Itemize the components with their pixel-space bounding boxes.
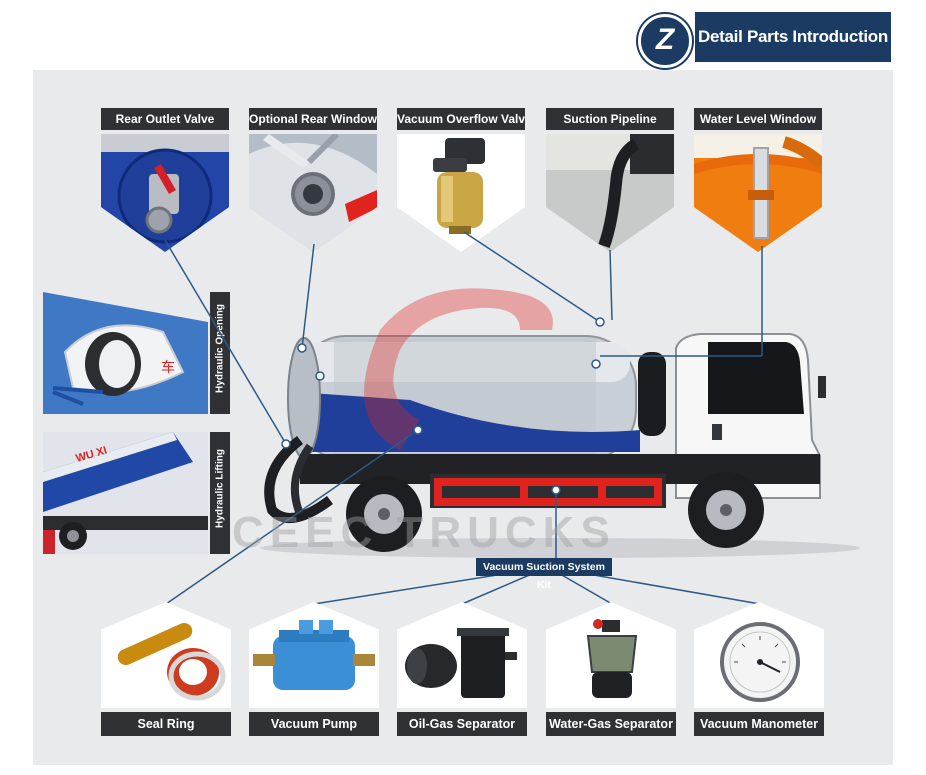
side-label-hydraulic-opening: Hydraulic Opening <box>210 292 230 414</box>
part-label: Suction Pipeline <box>546 108 674 130</box>
water-gas-separator-photo <box>546 602 676 708</box>
part-card-suction-pipeline: Suction Pipeline <box>546 108 674 258</box>
part-label: Oil-Gas Separator <box>397 712 527 736</box>
rear-outlet-valve-photo <box>101 134 229 252</box>
part-card-rear-outlet-valve: Rear Outlet Valve <box>101 108 229 258</box>
part-card-oil-gas-separator: Oil-Gas Separator <box>397 602 527 738</box>
vacuum-pump-photo <box>249 602 379 708</box>
hydraulic-opening-photo: 车 <box>43 292 208 414</box>
part-card-seal-ring: Seal Ring <box>101 602 231 738</box>
part-label: Optional Rear Window <box>249 108 377 130</box>
brand-watermark: CEEC TRUCKS <box>232 508 616 557</box>
oil-gas-separator-photo <box>397 602 527 708</box>
part-label: Rear Outlet Valve <box>101 108 229 130</box>
part-label: Vacuum Pump <box>249 712 379 736</box>
part-label: Vacuum Overflow Valve <box>397 108 525 130</box>
brand-logo: Z <box>638 14 692 68</box>
seal-ring-photo <box>101 602 231 708</box>
side-label-hydraulic-lifting: Hydraulic Lifting <box>210 432 230 554</box>
part-card-optional-rear-window: Optional Rear Window <box>249 108 377 258</box>
part-label: Water Level Window <box>694 108 822 130</box>
part-label: Water-Gas Separator <box>546 712 676 736</box>
vacuum-manometer-photo <box>694 602 824 708</box>
part-card-vacuum-manometer: Vacuum Manometer <box>694 602 824 738</box>
hydraulic-lifting-photo: WU XI <box>43 432 208 554</box>
part-label: Seal Ring <box>101 712 231 736</box>
part-card-water-level-window: Water Level Window <box>694 108 822 258</box>
page-title: Detail Parts Introduction <box>695 12 891 62</box>
svg-text:车: 车 <box>161 359 175 376</box>
part-card-vacuum-pump: Vacuum Pump <box>249 602 379 738</box>
kit-label: Vacuum Suction System Kit <box>476 558 612 591</box>
part-label: Vacuum Manometer <box>694 712 824 736</box>
part-card-water-gas-separator: Water-Gas Separator <box>546 602 676 738</box>
part-card-vacuum-overflow-valve: Vacuum Overflow Valve <box>397 108 525 258</box>
